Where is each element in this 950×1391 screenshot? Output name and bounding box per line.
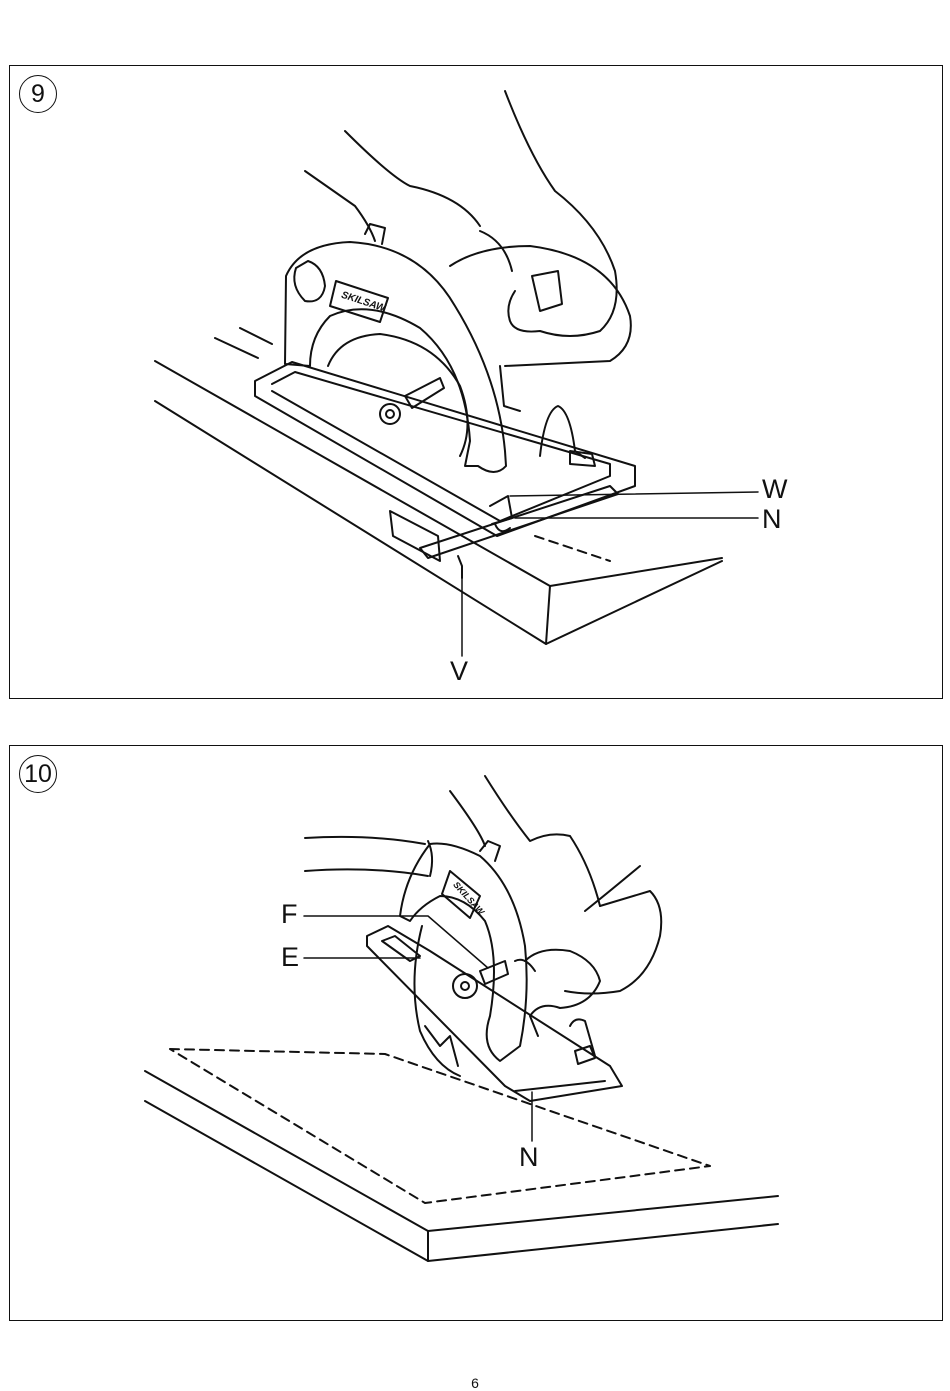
lower-guard-lever [405,378,444,408]
callout-n: N [762,506,782,533]
figure-9-panel: 9 SKILSAW [9,65,943,699]
cut-outline [170,1049,710,1203]
callout-w: W [762,476,787,503]
rip-fence [390,486,618,578]
figure-9-illustration: SKILSAW [10,66,944,700]
brand-plate: SKILSAW [330,281,388,322]
page-number: 6 [0,1375,950,1391]
callout-n: N [519,1144,539,1171]
leader-line-w [510,492,758,496]
figure-10-illustration: SKILSAW [10,746,944,1322]
callout-e: E [281,944,299,971]
leader-line-f [304,916,488,968]
cut-guide-line [535,536,610,561]
blade-guard-housing [285,224,506,472]
callout-v: V [450,658,468,685]
saw-base-plate [255,362,635,536]
workpiece-board [145,1071,778,1261]
saw-blade [414,926,477,1076]
saw-base-plate [367,926,622,1101]
brand-plate: SKILSAW [442,871,487,918]
figure-10-panel: 10 SKILSAW [9,745,943,1321]
callout-f: F [281,901,298,928]
